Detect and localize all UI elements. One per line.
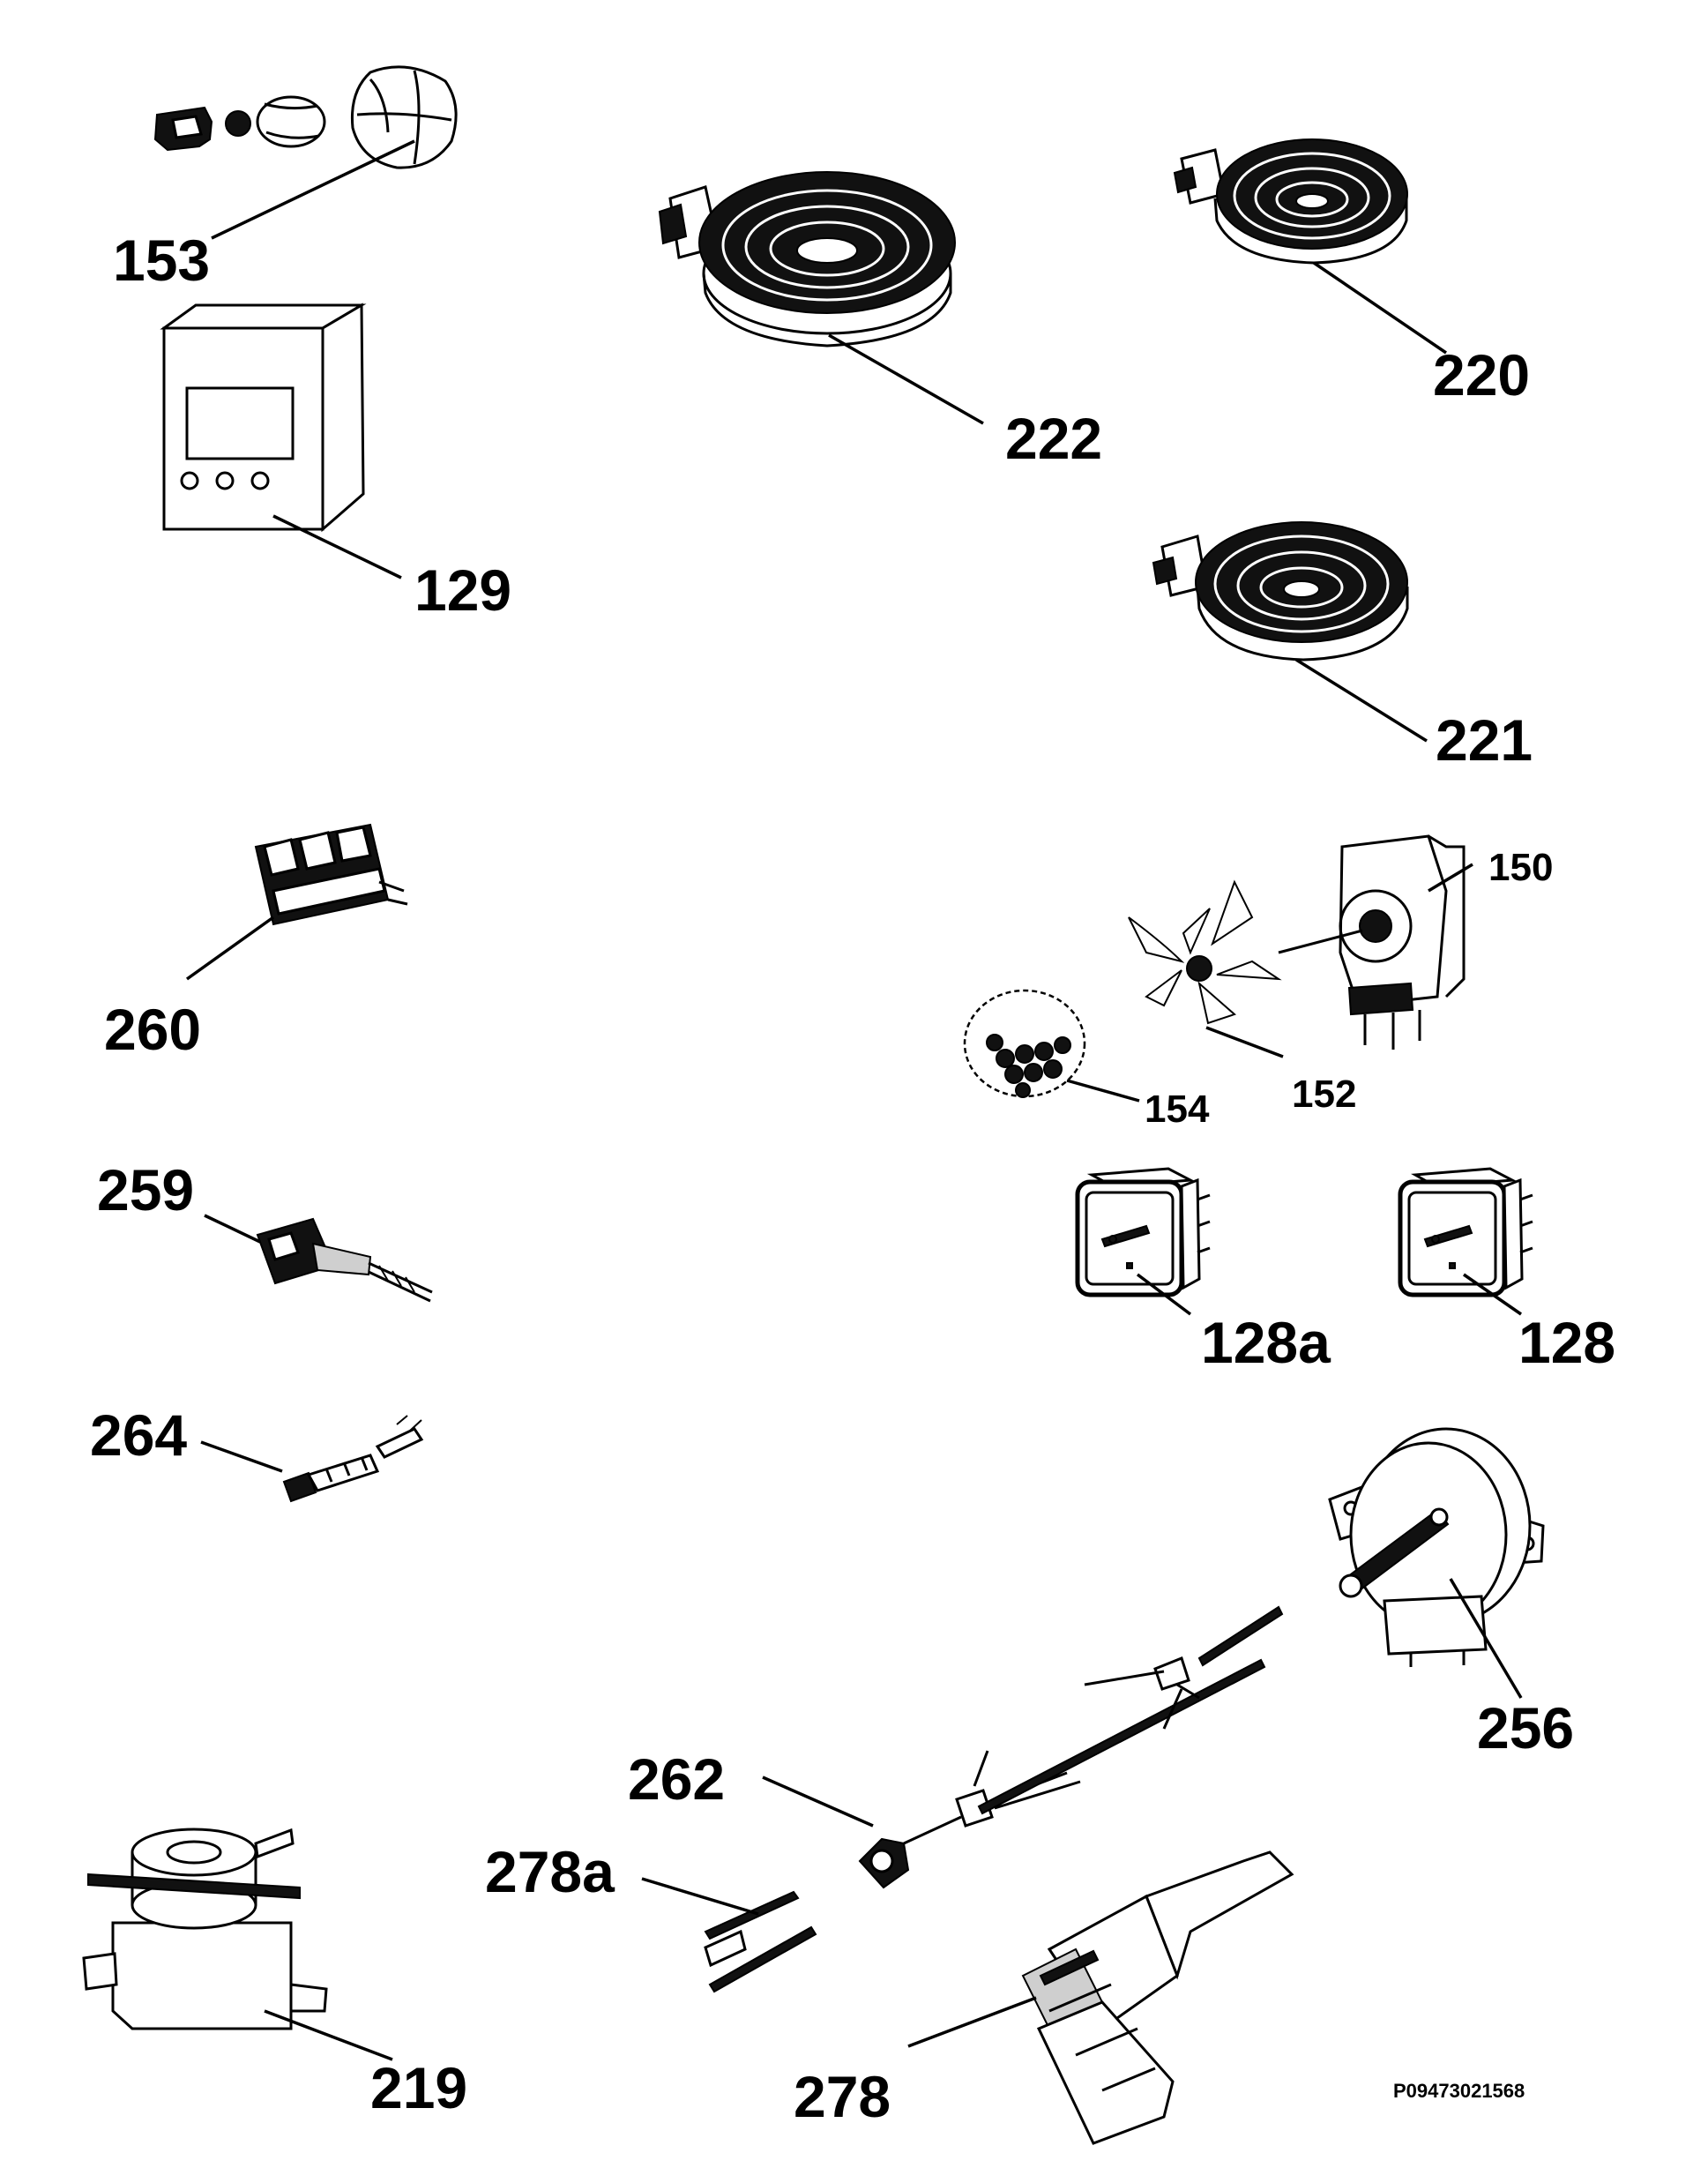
leader-152 <box>1205 1026 1284 1058</box>
label-128a: 128a <box>1201 1310 1331 1375</box>
label-264: 264 <box>90 1402 187 1468</box>
part-150-fan-motor <box>1278 834 1466 1050</box>
leader-259 <box>204 1214 261 1244</box>
label-259: 259 <box>97 1157 194 1222</box>
label-221: 221 <box>1436 707 1533 773</box>
part-129-timer <box>160 303 367 533</box>
label-153: 153 <box>113 228 210 293</box>
part-264-small-switch <box>282 1415 424 1503</box>
label-278: 278 <box>794 2064 891 2129</box>
leader-154 <box>1066 1079 1140 1103</box>
part-222-large-hotplate <box>658 171 956 348</box>
part-152-fan-blade <box>1128 879 1282 1025</box>
part-128-energy-regulator <box>1398 1167 1533 1297</box>
label-260: 260 <box>104 997 201 1062</box>
part-154-fan-cover <box>963 989 1086 1098</box>
leader-150 <box>1428 863 1473 893</box>
leader-222 <box>828 333 984 425</box>
label-128: 128 <box>1518 1310 1615 1375</box>
part-128a-energy-regulator <box>1075 1167 1211 1297</box>
leader-262 <box>762 1776 874 1828</box>
label-222: 222 <box>1005 406 1102 471</box>
diagram-code: P09473021568 <box>1393 2080 1525 2102</box>
label-256: 256 <box>1477 1695 1574 1761</box>
leader-129 <box>272 514 402 579</box>
leader-153 <box>211 139 415 240</box>
label-129: 129 <box>414 557 511 623</box>
label-278a: 278a <box>485 1839 615 1904</box>
label-154: 154 <box>1145 1088 1210 1131</box>
part-278-hinge <box>1021 1850 1294 2145</box>
part-256-rotisserie-motor <box>1328 1427 1545 1667</box>
leader-278 <box>907 1996 1037 2048</box>
label-262: 262 <box>628 1746 725 1812</box>
part-219-buzzer <box>82 1828 328 2030</box>
part-259-rotary-switch <box>256 1217 433 1303</box>
leader-220 <box>1313 261 1447 355</box>
leader-260 <box>185 916 275 981</box>
part-278a-guide-rail <box>704 1890 817 1993</box>
leader-278a <box>641 1877 759 1916</box>
part-153-lamp-holder <box>153 65 458 169</box>
leader-264 <box>200 1440 283 1473</box>
label-150: 150 <box>1488 846 1553 889</box>
part-262-thermostat <box>858 1605 1284 1889</box>
leader-128a <box>1136 1273 1192 1316</box>
part-221-medium-hotplate <box>1152 521 1409 662</box>
leader-128 <box>1463 1273 1522 1316</box>
part-260-selector-switch <box>254 823 408 926</box>
part-220-small-hotplate <box>1173 138 1408 265</box>
label-219: 219 <box>370 2055 467 2120</box>
leader-219 <box>264 2009 393 2061</box>
leader-256 <box>1449 1578 1523 1699</box>
label-220: 220 <box>1433 342 1530 407</box>
leader-221 <box>1295 658 1428 743</box>
label-152: 152 <box>1292 1073 1356 1116</box>
